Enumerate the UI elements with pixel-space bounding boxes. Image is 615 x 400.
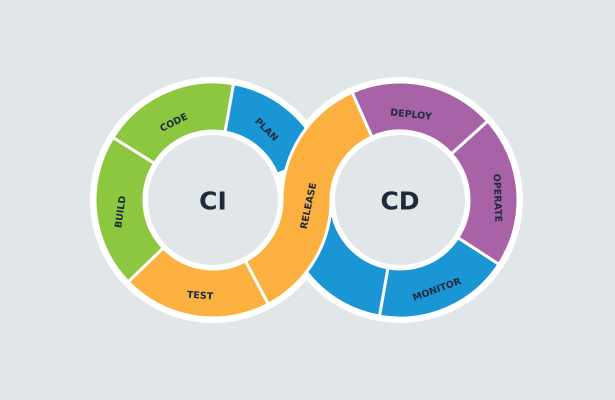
cd-hub — [335, 135, 465, 265]
stage-test-label: TEST — [186, 290, 214, 303]
ci-label: CI — [199, 187, 227, 216]
stage-build-label: BUILD — [113, 195, 128, 229]
cd-label: CD — [380, 187, 419, 216]
ci-hub — [148, 135, 278, 265]
stage-operate-label: OPERATE — [491, 174, 504, 223]
stage-deploy-label: DEPLOY — [390, 107, 433, 122]
stage-segment-release — [243, 90, 374, 306]
